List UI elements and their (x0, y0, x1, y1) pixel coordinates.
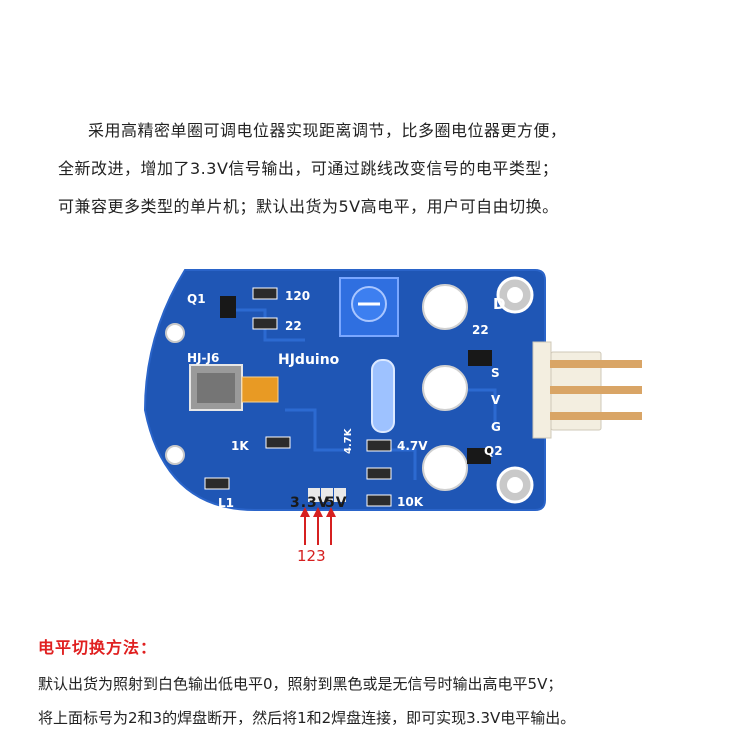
mounting-hole-small (165, 323, 185, 343)
pcb-board-illustration (143, 269, 642, 545)
smd-resistor (252, 287, 278, 300)
silk-120: 120 (285, 289, 311, 303)
transistor (467, 448, 491, 464)
jumper-arrows (300, 507, 336, 545)
connector-pin (550, 360, 642, 368)
intro-line-2: 全新改进，增加了3.3V信号输出，可通过跳线改变信号的电平类型； (58, 159, 559, 178)
intro-line-1: 采用高精密单圈可调电位器实现距离调节，比多圈电位器更方便， (88, 121, 567, 140)
silk-d: D (493, 295, 506, 313)
header-connector (532, 341, 552, 439)
smd-resistor (366, 494, 392, 507)
pcb-trace (465, 388, 497, 430)
silk-q2: Q2 (484, 444, 503, 458)
mounting-hole-small (165, 445, 185, 465)
silk-g: G (491, 420, 501, 434)
smd-resistor (366, 439, 392, 452)
intro-line-3: 可兼容更多类型的单片机；默认出货为5V高电平，用户可自由切换。 (58, 197, 559, 216)
led (204, 477, 230, 490)
jumper-label-3-3v: 3.3V (290, 495, 330, 511)
transistor (220, 296, 236, 318)
silk-22b: 22 (472, 323, 489, 337)
method-line-2: 将上面标号为2和3的焊盘断开，然后将1和2焊盘连接，即可实现3.3V电平输出。 (38, 709, 576, 727)
sensor-module-photo: Q1 120 22 HJ-J6 HJduino D 22 S V G Q2 1K… (143, 240, 665, 580)
large-pad (422, 284, 468, 330)
large-pad (422, 365, 468, 411)
silk-q1: Q1 (187, 292, 206, 306)
silk-10k: 10K (397, 495, 423, 509)
receiver-element (371, 359, 395, 433)
silk-1k: 1K (231, 439, 249, 453)
silk-22: 22 (285, 319, 302, 333)
intro-description: 采用高精密单圈可调电位器实现距离调节，比多圈电位器更方便， 全新改进，增加了3.… (58, 112, 718, 226)
silk-v: V (491, 393, 501, 407)
jumper-pad-2 (321, 488, 333, 502)
silk-hjduino: HJduino (278, 352, 340, 368)
jumper-pad-numbers: 123 (297, 547, 326, 565)
silk-s: S (491, 366, 500, 380)
smd-resistor (366, 467, 392, 480)
jumper-pad-3 (334, 488, 346, 502)
silk-4-7v: 4.7V (397, 439, 428, 453)
smd-resistor (252, 317, 278, 330)
connector-pin (550, 386, 642, 394)
jumper-label-5v: 5V (325, 495, 348, 511)
smd-resistor (265, 436, 291, 449)
transistor (468, 350, 492, 366)
jumper-pad-1 (308, 488, 320, 502)
tantalum-capacitor (241, 376, 279, 403)
method-title: 电平切换方法： (38, 638, 158, 657)
silk-hj-j6: HJ-J6 (187, 351, 220, 365)
silk-l1: L1 (218, 496, 234, 510)
method-line-1: 默认出货为照射到白色输出低电平0，照射到黑色或是无信号时输出高电平5V； (38, 675, 563, 693)
connector-pin (550, 412, 642, 420)
method-body: 默认出货为照射到白色输出低电平0，照射到黑色或是无信号时输出高电平5V； 将上面… (38, 667, 728, 735)
pcb-trace (285, 408, 345, 452)
silk-4-7k: 4.7K (343, 428, 354, 454)
large-pad (422, 445, 468, 491)
